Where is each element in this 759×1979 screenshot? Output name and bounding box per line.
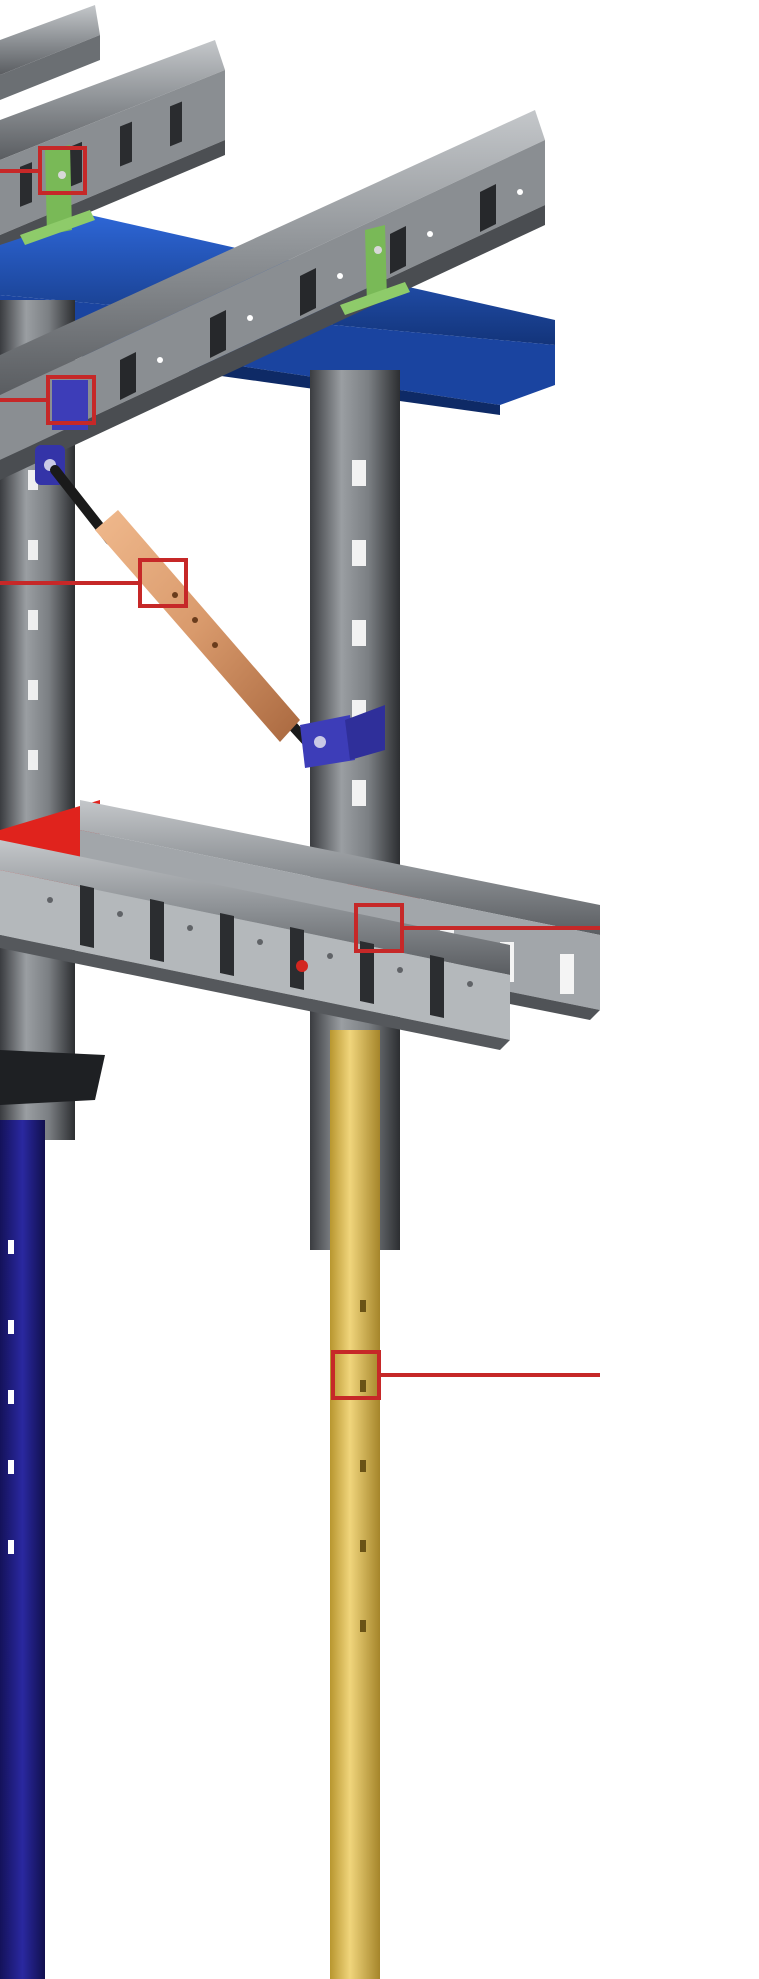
upper-back-rail [0, 5, 100, 100]
callout-purple-clamp [0, 375, 96, 425]
yellow-extension-leg [330, 1030, 380, 1979]
navy-lower-leg [0, 1120, 45, 1979]
green-bracket-right [340, 225, 410, 315]
diagonal-brace [50, 465, 315, 750]
callout-yellow-extension [331, 1350, 600, 1400]
red-pin [296, 960, 308, 972]
callout-red-saddle [354, 903, 600, 953]
purple-clamp-lower [300, 705, 385, 768]
green-bracket-left [20, 145, 95, 245]
lower-front-rail [0, 840, 510, 1050]
callout-green-bracket [0, 146, 87, 195]
callout-brace-tube [0, 558, 188, 608]
upper-front-rail [0, 110, 545, 480]
